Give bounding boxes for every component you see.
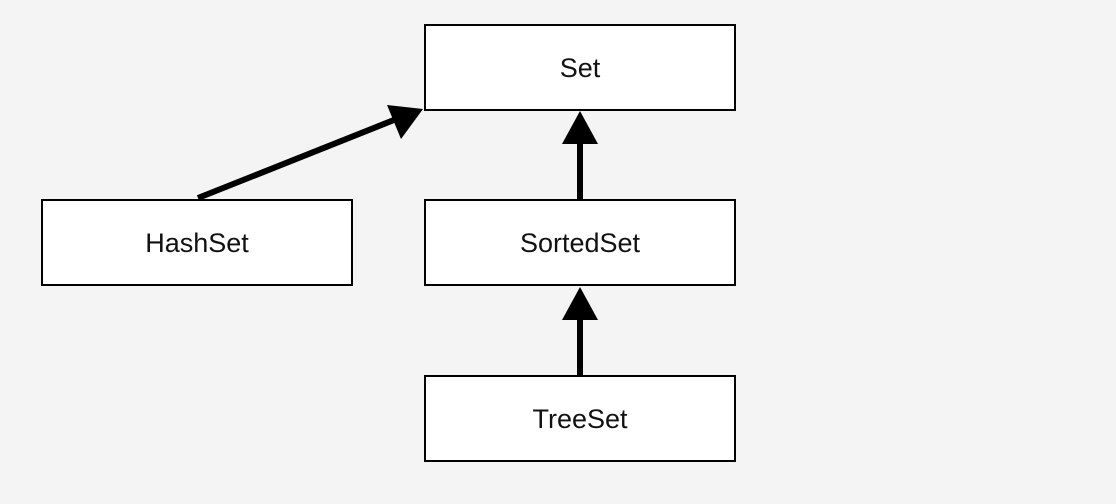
node-set: Set xyxy=(424,24,736,111)
node-set-label: Set xyxy=(560,53,601,83)
node-sortedset-box xyxy=(424,199,736,286)
node-sortedset-label: SortedSet xyxy=(520,228,641,258)
node-hashset: HashSet xyxy=(41,199,353,286)
node-hashset-label: HashSet xyxy=(145,228,249,258)
node-treeset-box xyxy=(424,375,736,462)
arrowhead-icon xyxy=(387,105,423,139)
arrowhead-icon xyxy=(562,287,598,320)
edge-treeset-to-sortedset xyxy=(562,287,598,375)
arrowhead-icon xyxy=(562,111,598,144)
node-treeset-label: TreeSet xyxy=(532,404,628,434)
node-set-box xyxy=(424,24,736,111)
edge-hashset-to-set xyxy=(196,105,423,201)
node-hashset-box xyxy=(41,199,353,286)
node-sortedset: SortedSet xyxy=(424,199,736,286)
edge-sortedset-to-set xyxy=(562,111,598,199)
node-treeset: TreeSet xyxy=(424,375,736,462)
edge-line-hashset-set xyxy=(196,113,406,201)
